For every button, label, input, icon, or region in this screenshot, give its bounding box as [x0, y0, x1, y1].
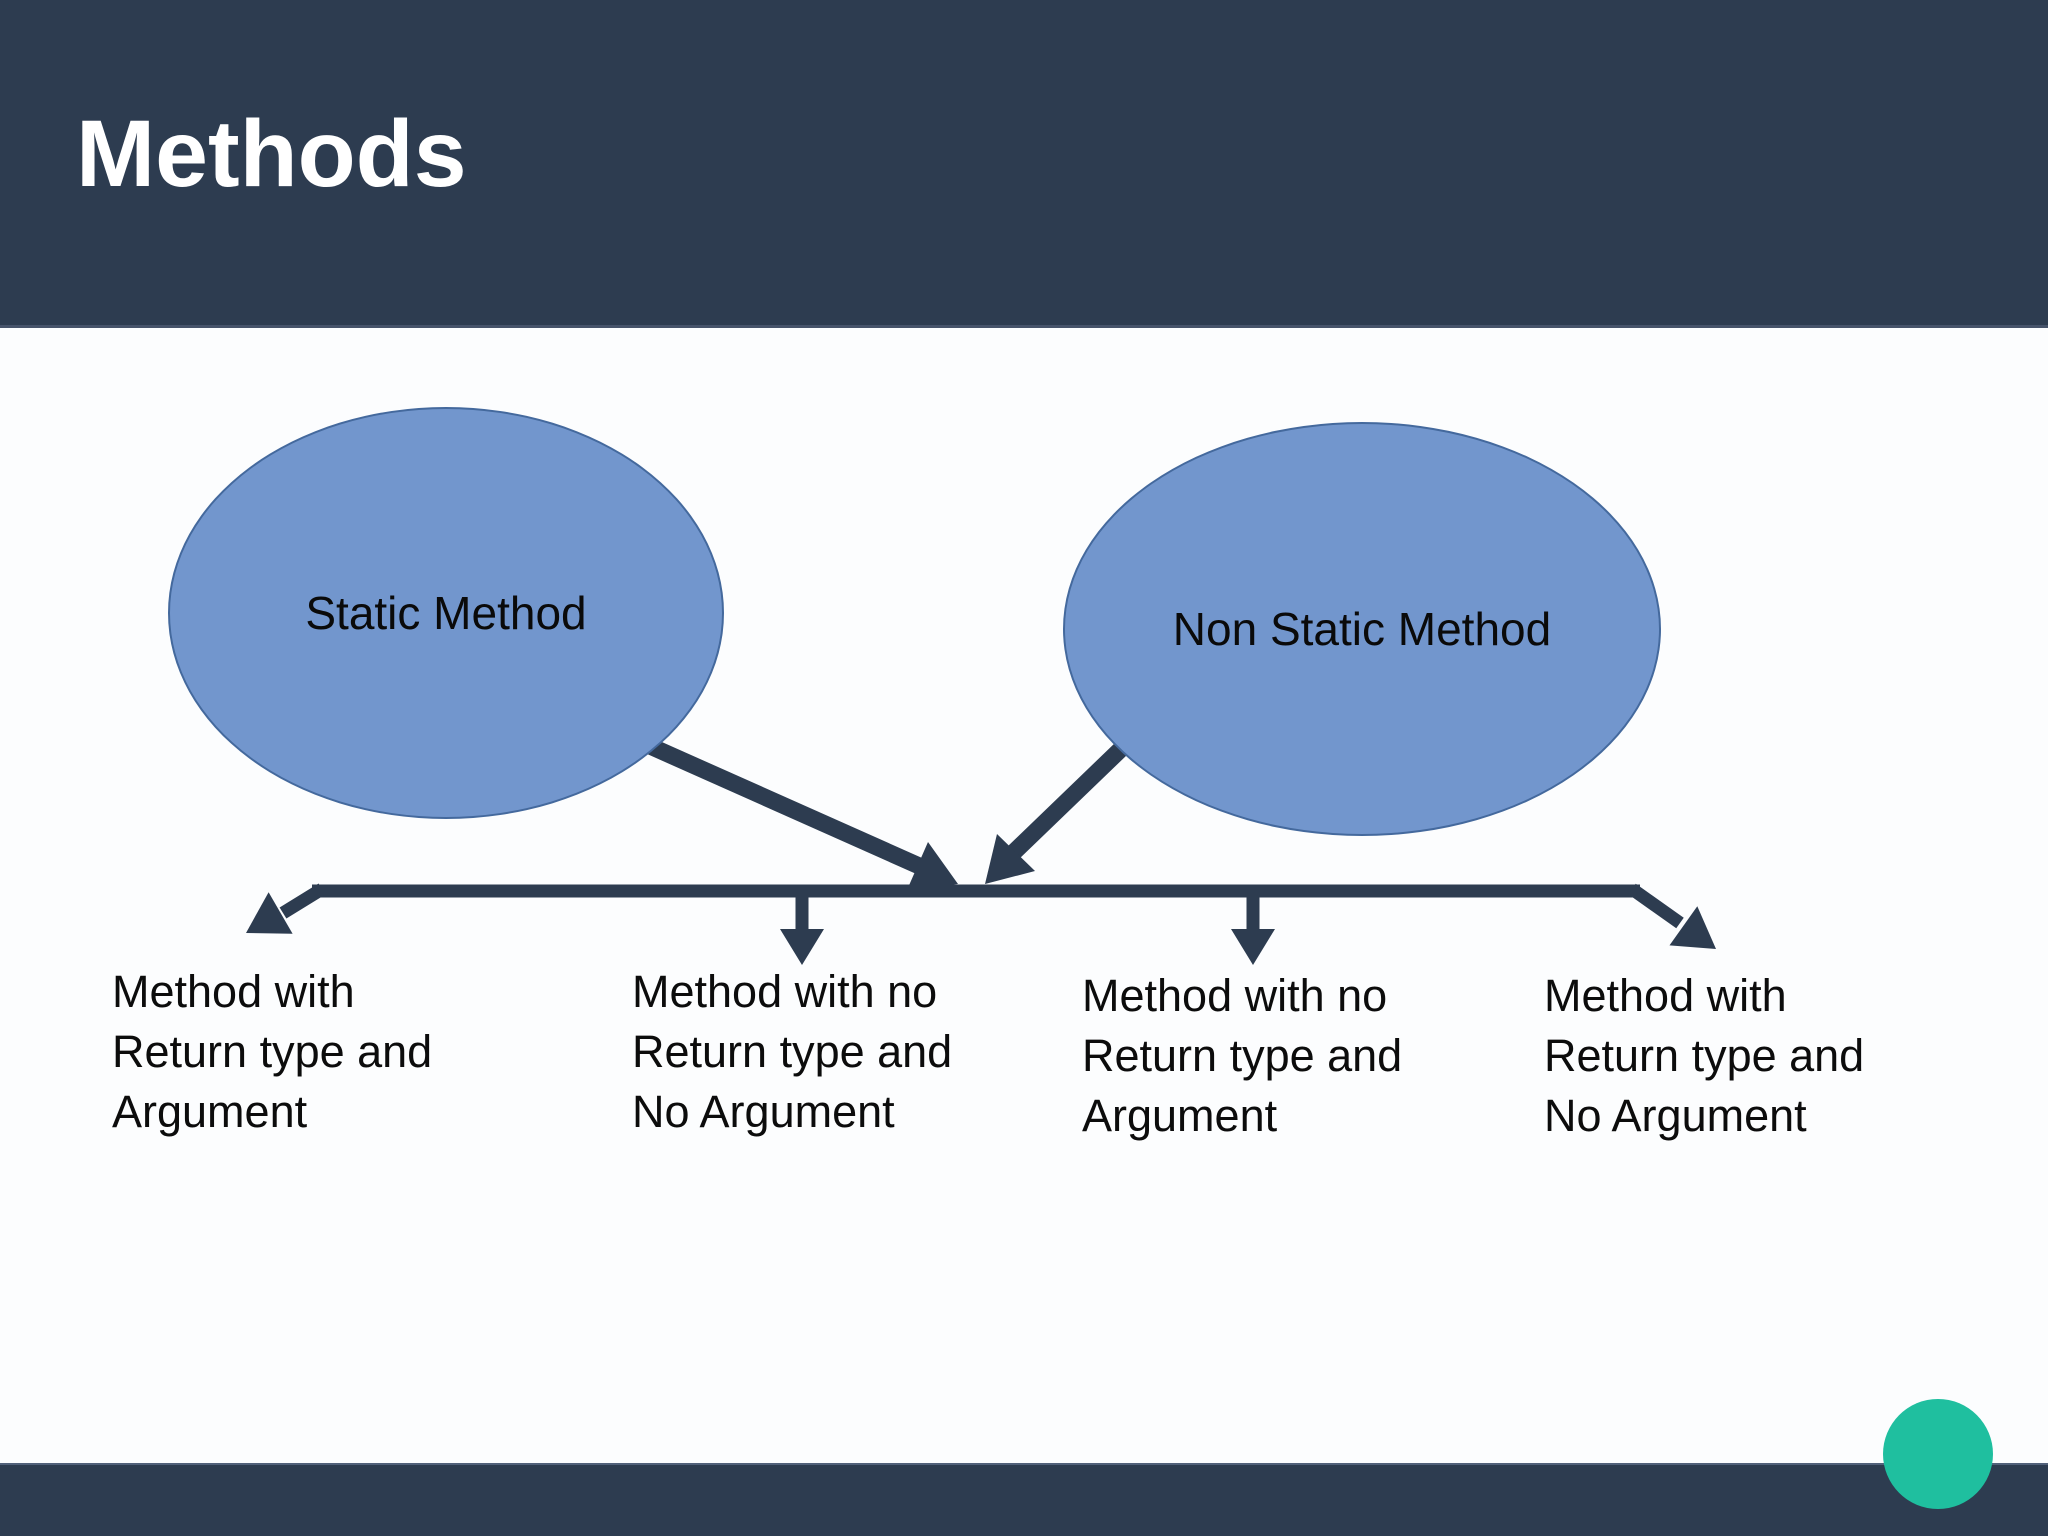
slide-footer: [0, 1463, 2048, 1536]
arrow-nonstatic-to-junction: [985, 741, 1128, 884]
static-method-label: Static Method: [305, 587, 587, 639]
leaf-line: Return type and: [632, 1026, 953, 1077]
arrow-static-to-junction: [646, 738, 958, 890]
non-static-method-label: Non Static Method: [1172, 603, 1552, 655]
leaf-line: Return type and: [112, 1026, 433, 1077]
arrow-down-1: [780, 891, 824, 965]
leaf-label-return-type-no-argument: Method with Return type and No Argument: [1544, 966, 1864, 1146]
leaf-label-no-return-type-no-argument: Method with no Return type and No Argume…: [632, 962, 952, 1142]
arrow-down-left: [246, 883, 326, 934]
non-static-method-ellipse: Non Static Method: [1063, 422, 1661, 836]
arrow-down-right: [1628, 883, 1716, 949]
leaf-label-return-type-and-argument: Method with Return type and Argument: [112, 962, 432, 1142]
leaf-line: Argument: [1082, 1090, 1278, 1141]
leaf-line: Method with no: [1082, 970, 1388, 1021]
leaf-line: Method with: [1544, 970, 1787, 1021]
page-title: Methods: [76, 101, 467, 207]
slide-header: Methods: [0, 0, 2048, 328]
leaf-line: Return type and: [1082, 1030, 1403, 1081]
leaf-line: Argument: [112, 1086, 308, 1137]
leaf-line: Method with no: [632, 966, 938, 1017]
leaf-line: Return type and: [1544, 1030, 1865, 1081]
static-method-ellipse: Static Method: [168, 407, 724, 819]
leaf-line: No Argument: [632, 1086, 895, 1137]
leaf-line: Method with: [112, 966, 355, 1017]
leaf-line: No Argument: [1544, 1090, 1807, 1141]
arrow-down-2: [1231, 891, 1275, 965]
leaf-label-no-return-type-and-argument: Method with no Return type and Argument: [1082, 966, 1402, 1146]
accent-circle: [1883, 1399, 1993, 1509]
